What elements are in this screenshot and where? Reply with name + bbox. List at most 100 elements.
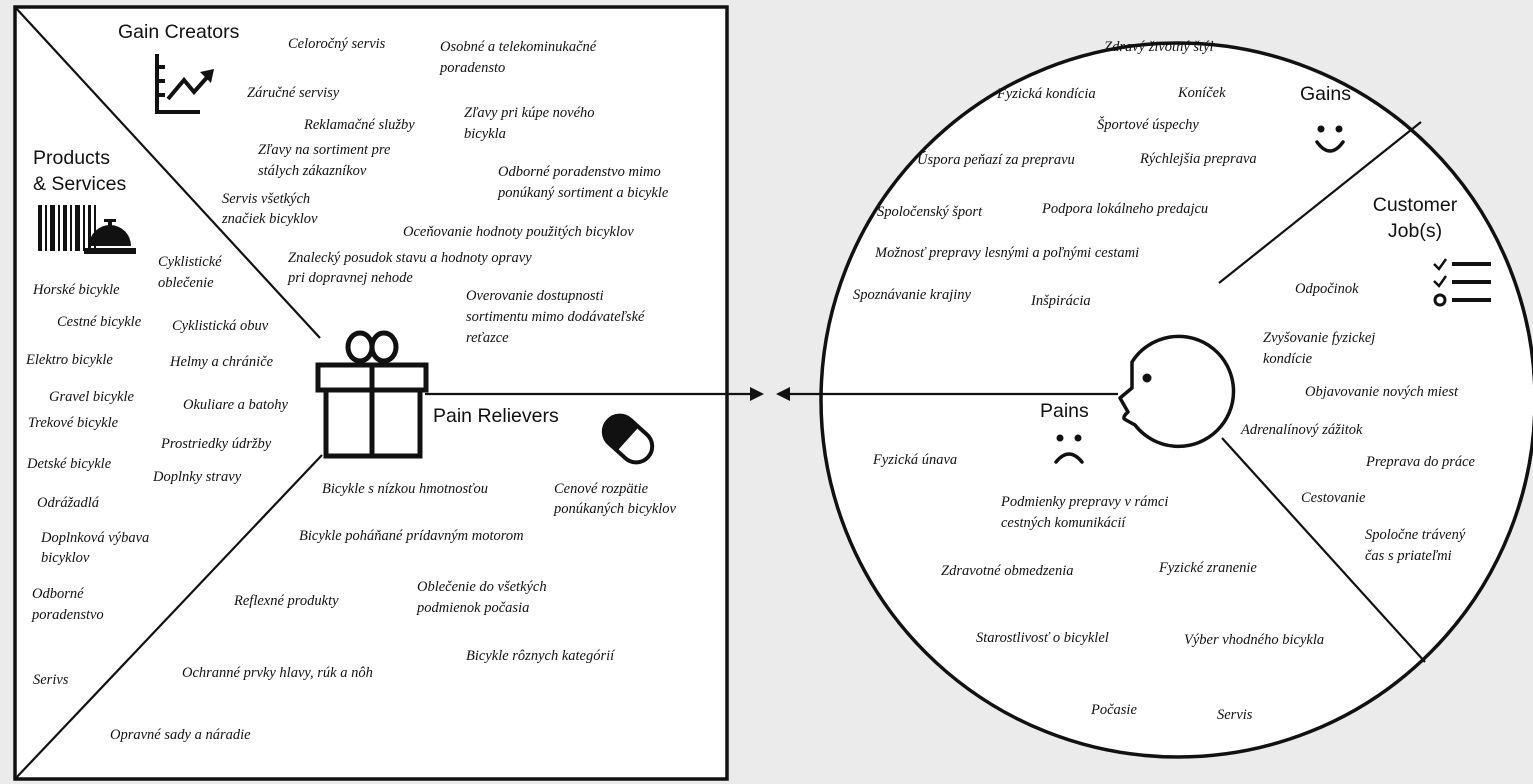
customer-job-item: Spoločne trávený (1365, 527, 1466, 543)
product-item: Cestné bicykle (57, 314, 142, 330)
gain-creator-item: Celoročný servis (288, 36, 386, 52)
product-item: Gravel bicykle (49, 389, 134, 405)
gain-item: Úspora peňazí za prepravu (917, 152, 1075, 168)
divider-jobs-pains (1221, 437, 1426, 663)
gift-icon (315, 330, 429, 459)
gain-creator-item: Znalecký posudok stavu a hodnoty opravy (288, 250, 532, 266)
gain-creator-item: reťazce (466, 330, 509, 346)
divider-gains-jobs (1218, 121, 1422, 284)
customer-jobs-heading: Customer Job(s) (1360, 192, 1470, 245)
gain-creator-item: Záručné servisy (247, 85, 340, 101)
pain-reliever-item: podmienok počasia (417, 600, 530, 616)
product-item: Doplnková výbava (41, 530, 150, 546)
gain-creator-item: stálych zákazníkov (258, 163, 367, 179)
customer-job-item: Odpočinok (1295, 281, 1359, 297)
checklist-icon (1433, 258, 1491, 307)
gain-creator-item: sortimentu mimo dodávateľské (466, 309, 645, 325)
gain-item: Inšpirácia (1031, 293, 1091, 309)
product-item: Opravné sady a náradie (110, 727, 251, 743)
customer-job-item: Cestovanie (1301, 490, 1366, 506)
customer-job-item: Zvyšovanie fyzickej (1263, 330, 1376, 346)
product-item: Cyklistické (158, 254, 222, 270)
pain-reliever-item: Bicykle poháňané prídavným motorom (299, 528, 524, 544)
face-profile-icon (1118, 334, 1236, 449)
gain-creator-item: Zľavy na sortiment pre (258, 142, 391, 158)
customer-jobs-heading-line2: Job(s) (1387, 220, 1443, 243)
gain-item: Fyzická kondícia (997, 86, 1096, 102)
pain-reliever-item: Cenové rozpätie (554, 481, 649, 497)
product-item: Prostriedky údržby (161, 436, 272, 452)
product-item: Doplnky stravy (153, 469, 242, 485)
pain-item: Starostlivosť o bicyklel (976, 630, 1109, 646)
product-item: Detské bicykle (27, 456, 112, 472)
products-services-heading: Products & Services (33, 145, 126, 198)
gain-creator-item: Servis všetkých (222, 191, 311, 207)
gain-creator-item: poradensto (440, 60, 506, 76)
product-item: Okuliare a batohy (183, 397, 288, 413)
product-item: Elektro bicykle (26, 352, 113, 368)
customer-jobs-heading-line1: Customer (1372, 194, 1458, 216)
product-item: Serivs (33, 672, 69, 688)
pain-item: Zdravotné obmedzenia (941, 563, 1074, 579)
pain-item: Podmienky prepravy v rámci (1001, 494, 1169, 510)
gain-creator-item: pri dopravnej nehode (288, 270, 413, 286)
pill-icon (601, 413, 655, 465)
rising-chart-icon (155, 54, 214, 114)
gain-creator-item: značiek bicyklov (222, 211, 318, 227)
gain-creator-item: Reklamačné služby (304, 117, 415, 133)
sad-icon (1054, 434, 1084, 464)
customer-job-item: kondície (1263, 351, 1313, 367)
product-item: Horské bicykle (33, 282, 120, 298)
customer-job-item: Adrenalínový zážitok (1241, 422, 1363, 438)
pain-reliever-item: Bicykle rôznych kategórií (466, 648, 615, 664)
customer-job-item: čas s priateľmi (1365, 548, 1452, 564)
pain-reliever-item: ponúkaných bicyklov (554, 501, 676, 517)
gain-item: Možnosť prepravy lesnými a poľnými cesta… (875, 245, 1140, 261)
diagonal-products-pain (14, 454, 323, 780)
gain-item: Koníček (1178, 85, 1226, 101)
product-item: poradenstvo (32, 607, 104, 623)
gain-creator-item: Overovanie dostupnosti (466, 288, 604, 304)
gain-item: Športové úspechy (1097, 117, 1199, 133)
pains-heading: Pains (1040, 400, 1089, 422)
gain-item: Spoznávanie krajiny (853, 287, 971, 303)
pain-reliever-item: Ochranné prvky hlavy, rúk a nôh (182, 665, 373, 681)
pain-reliever-item: Bicykle s nízkou hmotnosťou (322, 481, 488, 497)
product-item: Cyklistická obuv (172, 318, 269, 334)
gains-heading: Gains (1300, 83, 1351, 105)
customer-job-item: Objavovanie nových miest (1305, 384, 1459, 400)
pain-reliever-item: Oblečenie do všetkých (417, 579, 547, 595)
gain-creator-item: Oceňovanie hodnoty použitých bicyklov (403, 224, 634, 240)
gain-creator-item: Zľavy pri kúpe nového (464, 105, 595, 121)
pain-item: Počasie (1091, 702, 1137, 718)
product-item: Odborné (32, 586, 84, 602)
barcode-icon (38, 205, 96, 251)
customer-job-item: Preprava do práce (1366, 454, 1475, 470)
product-item: oblečenie (158, 275, 214, 291)
smile-icon (1315, 125, 1345, 153)
gain-creator-item: bicykla (464, 126, 506, 142)
gain-creator-item: ponúkaný sortiment a bicykle (498, 185, 669, 201)
gain-item: Spoločenský šport (877, 204, 983, 220)
product-item: Trekové bicykle (28, 415, 119, 431)
pain-reliever-item: Reflexné produkty (234, 593, 339, 609)
gain-creator-item: Odborné poradenstvo mimo (498, 164, 661, 180)
products-heading-line1: Products (33, 147, 110, 169)
pain-item: Fyzické zranenie (1159, 560, 1257, 576)
gain-item: Zdravý životný štýl (1104, 39, 1214, 55)
product-item: Helmy a chrániče (170, 354, 274, 370)
gain-item: Rýchlejšia preprava (1140, 151, 1257, 167)
pain-item: cestných komunikácií (1001, 515, 1126, 531)
diagonal-gain-products (14, 6, 321, 339)
service-bell-icon (84, 219, 136, 254)
gain-creators-heading: Gain Creators (118, 21, 240, 43)
pain-relievers-heading: Pain Relievers (433, 405, 559, 427)
product-item: Odrážadlá (37, 495, 100, 511)
product-item: bicyklov (41, 550, 90, 566)
gain-item: Podpora lokálneho predajcu (1042, 201, 1209, 217)
gain-creator-item: Osobné a telekominukačné (440, 39, 597, 55)
products-heading-line2: & Services (33, 173, 127, 196)
pain-item: Fyzická únava (873, 452, 958, 468)
double-arrow-connector (425, 387, 1118, 401)
